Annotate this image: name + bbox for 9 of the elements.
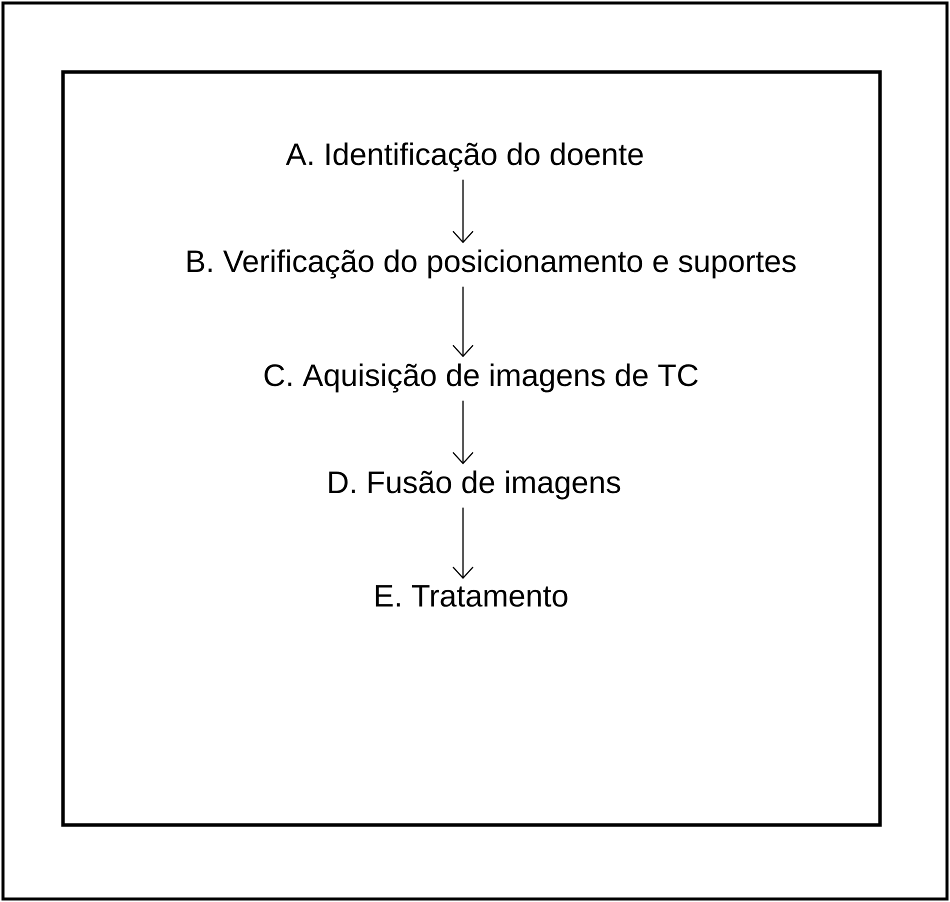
step-text: A. Identificação do doente — [286, 142, 643, 172]
arrow — [452, 180, 474, 244]
arrow — [452, 286, 474, 358]
step-text: C. Aquisição de imagens de TC — [264, 363, 698, 392]
arrow — [452, 400, 474, 464]
step-text: D. Fusão de imagens — [329, 470, 620, 500]
arrow — [452, 508, 474, 579]
step-text: E. Tratamento — [376, 585, 568, 607]
step-text: B. Verificação do posicionamento e suportes — [188, 249, 796, 278]
